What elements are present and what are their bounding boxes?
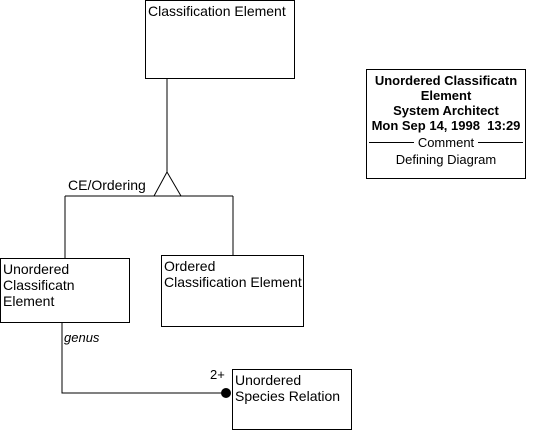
generalization-triangle <box>153 170 182 197</box>
note-comment-label: Comment <box>413 135 479 150</box>
class-name: Ordered Classification Element <box>164 258 302 290</box>
class-classification-element[interactable]: Classification Element <box>145 0 295 79</box>
note-title-line1: Unordered Classificatn <box>374 73 518 88</box>
class-unordered-species-relation[interactable]: Unordered Species Relation <box>232 369 352 430</box>
class-name: Unordered Classificatn Element <box>3 261 75 309</box>
generalization-label: CE/Ordering <box>68 177 146 193</box>
note-comment-text: Defining Diagram <box>395 152 497 167</box>
class-name: Unordered Species Relation <box>235 372 341 404</box>
class-name: Classification Element <box>148 3 286 19</box>
association-role-label: genus <box>64 330 100 345</box>
genus-association-line <box>61 322 229 394</box>
note-date: Mon Sep 14, 1998 13:29 <box>371 118 521 133</box>
note-author: System Architect <box>393 103 499 118</box>
class-unordered-classification-element[interactable]: Unordered Classificatn Element <box>0 258 130 323</box>
class-ordered-classification-element[interactable]: Ordered Classification Element <box>161 255 304 327</box>
association-end-dot <box>221 388 231 398</box>
note-title-line2: Element <box>420 88 472 103</box>
note-comment-divider: Comment <box>367 134 525 150</box>
diagram-info-note[interactable]: Unordered Classificatn Element System Ar… <box>366 69 526 179</box>
multiplicity-label: 2+ <box>210 367 225 382</box>
